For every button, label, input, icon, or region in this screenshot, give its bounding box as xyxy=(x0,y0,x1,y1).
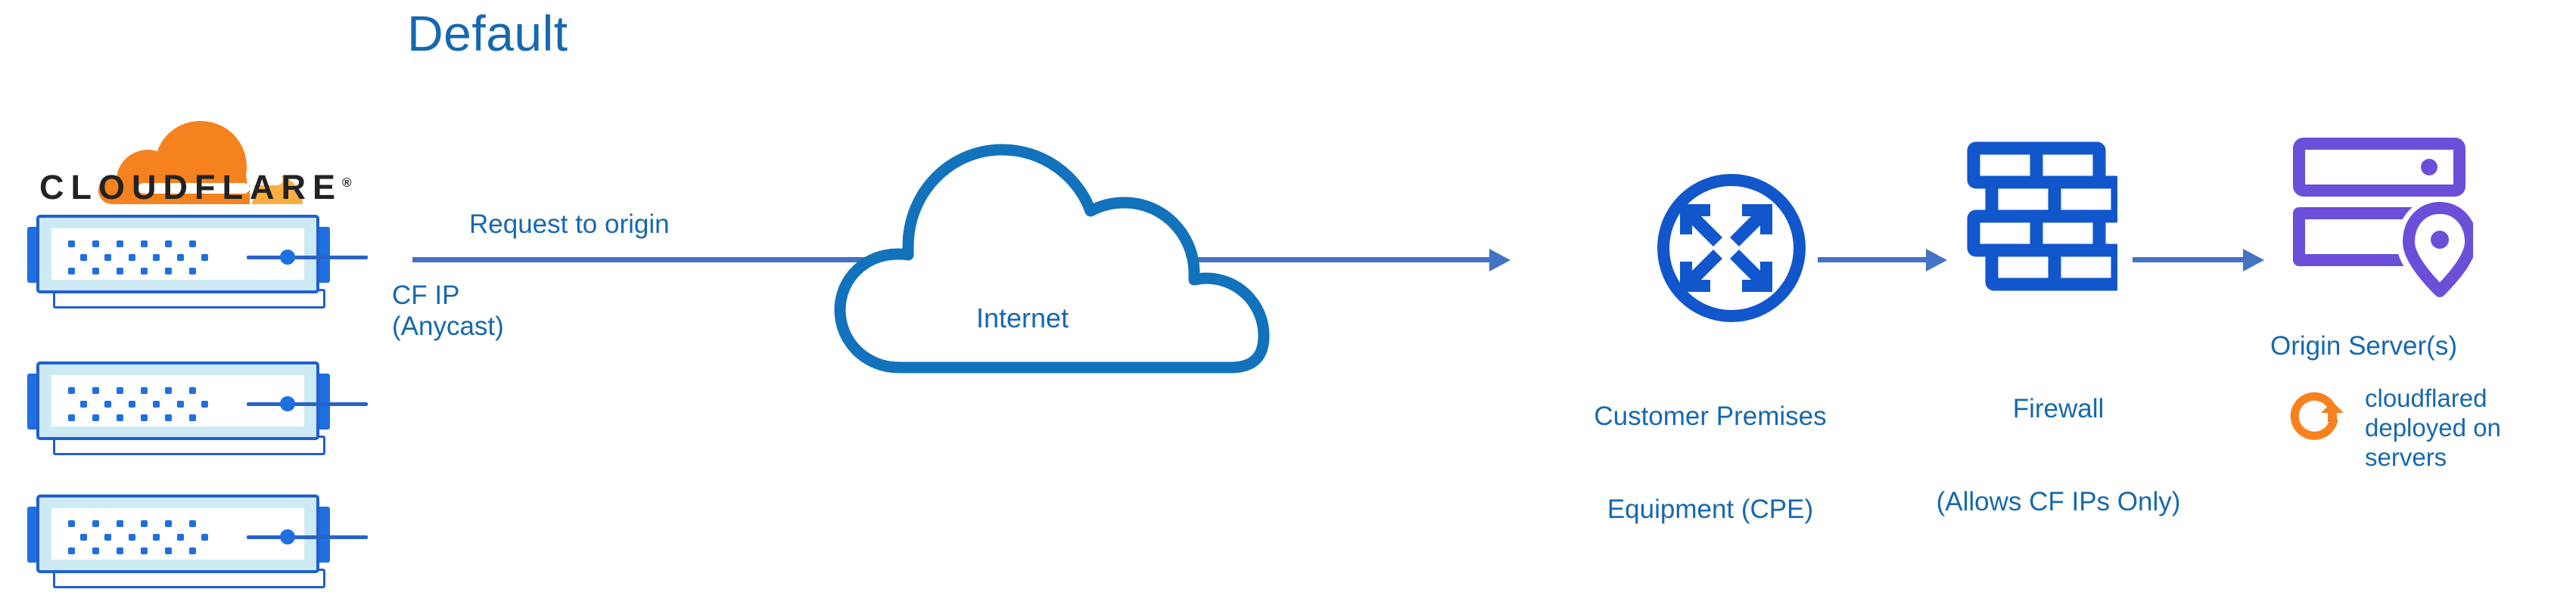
firewall-to-origin-arrow-head xyxy=(2243,249,2264,271)
rack-vent-dots-icon xyxy=(68,240,208,274)
request-flow-arrow-head xyxy=(1489,249,1510,271)
firewall-label-line-1: Firewall xyxy=(2012,393,2105,423)
rack-chassis xyxy=(36,495,368,573)
brick-wall-icon xyxy=(1966,141,2124,299)
cloudflare-wordmark: CLOUDFLARE® xyxy=(39,168,352,207)
rack-power-led xyxy=(280,250,295,265)
cloudflare-edge-server-rack-2 xyxy=(21,357,368,455)
rack-power-led xyxy=(280,396,295,411)
rack-vent-dots-icon xyxy=(68,387,208,421)
firewall-label-line-2: (Allows CF IPs Only) xyxy=(1936,487,2181,517)
rack-status-bar xyxy=(247,535,368,539)
rack-chassis xyxy=(36,361,368,440)
internet-label: Internet xyxy=(976,302,1069,333)
cloudflare-logo-icon xyxy=(23,113,341,212)
rack-vent-dots-icon xyxy=(68,520,208,554)
rack-status-bar xyxy=(247,256,368,259)
cf-ip-anycast-label: CF IP (Anycast) xyxy=(392,280,504,343)
cloudflare-edge-server-rack-3 xyxy=(21,490,368,588)
circular-arrow-refresh-icon xyxy=(2287,383,2354,447)
cloudflare-wordmark-text: CLOUDFLARE xyxy=(39,168,342,206)
cf-ip-line-1: CF IP xyxy=(392,281,460,310)
cpe-label-line-2: Equipment (CPE) xyxy=(1607,495,1814,525)
cpe-label-line-1: Customer Premises xyxy=(1594,401,1827,431)
rack-faceplate xyxy=(51,508,368,560)
origin-server-label: Origin Server(s) xyxy=(2270,331,2457,361)
cloudflared-note-line-2: deployed on xyxy=(2365,413,2501,442)
rack-chassis xyxy=(36,215,368,293)
cpe-label: Customer Premises Equipment (CPE) xyxy=(1551,338,1869,588)
cpe-to-firewall-arrow-line xyxy=(1818,257,1927,262)
router-four-arrows-icon xyxy=(1651,168,1812,332)
registered-mark: ® xyxy=(341,175,352,190)
request-to-origin-label: Request to origin xyxy=(469,209,670,239)
firewall-label: Firewall (Allows CF IPs Only) xyxy=(1899,330,2217,580)
cpe-to-firewall-arrow-head xyxy=(1926,249,1947,271)
page-title: Default xyxy=(407,5,568,61)
firewall-to-origin-arrow-line xyxy=(2133,257,2245,262)
rack-faceplate xyxy=(51,228,368,280)
cloudflared-note-label: cloudflared deployed on servers xyxy=(2365,384,2501,473)
rack-faceplate xyxy=(51,375,368,426)
rack-power-led xyxy=(280,529,295,544)
cloudflare-edge-server-rack-1 xyxy=(21,210,368,309)
cloudflared-note-line-1: cloudflared xyxy=(2365,384,2487,412)
internet-cloud-icon xyxy=(829,112,1299,380)
cf-ip-line-2: (Anycast) xyxy=(392,312,504,342)
rack-status-bar xyxy=(247,402,368,406)
server-stack-location-pin-icon xyxy=(2291,136,2484,309)
cloudflared-note-line-3: servers xyxy=(2365,442,2447,471)
